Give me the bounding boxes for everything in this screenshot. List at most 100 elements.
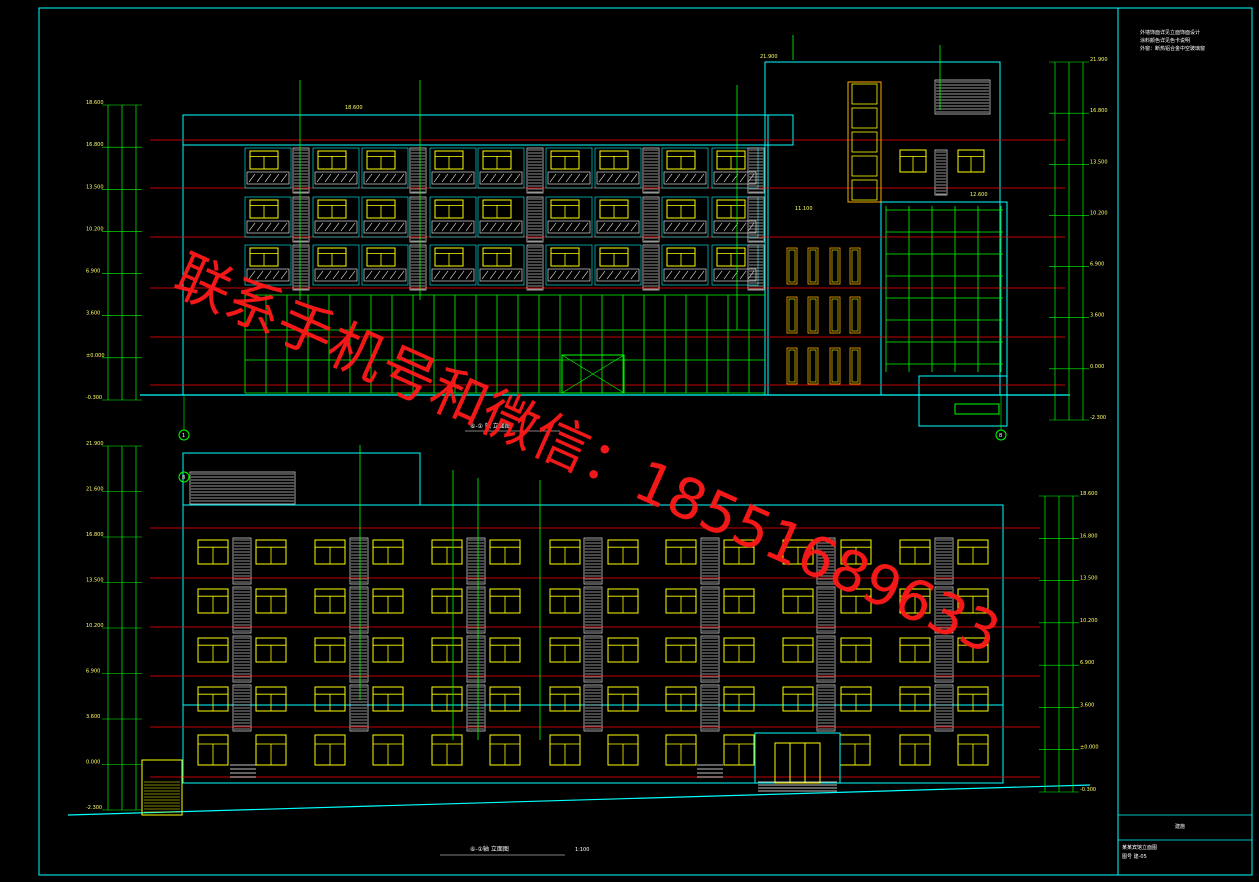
upper-louvre <box>409 147 427 194</box>
lower-louvre <box>232 684 252 732</box>
level-label: 18.600 <box>86 100 104 106</box>
bay-frame <box>661 244 709 286</box>
lower-louvre <box>232 635 252 683</box>
level-label: 21.900 <box>1090 57 1108 63</box>
balcony-rail <box>713 220 757 234</box>
lower-elevation-scale: 1:100 <box>575 847 589 853</box>
balcony-rail <box>314 268 358 282</box>
upper-louvre <box>526 147 544 194</box>
lower-louvre <box>466 586 486 634</box>
upper-louvre <box>292 244 310 291</box>
narrow-window <box>786 296 798 334</box>
bay-frame <box>594 147 642 189</box>
upper-louvre <box>526 196 544 243</box>
level-label: -2.300 <box>86 805 102 811</box>
bay-frame <box>312 147 360 189</box>
balcony-rail <box>547 171 591 185</box>
level-label: 6.900 <box>1090 262 1104 268</box>
narrow-window <box>807 347 819 385</box>
lower-louvre <box>700 684 720 732</box>
bay-frame <box>361 196 409 238</box>
title-block: 外墙饰面详见立面饰面设计 涂料颜色详见色卡说明 外窗：断热铝合金中空玻璃窗 建施… <box>1122 29 1205 860</box>
lower-louvre <box>583 586 603 634</box>
level-label: 16.800 <box>86 142 104 148</box>
lower-louvre <box>349 635 369 683</box>
narrow-window <box>807 296 819 334</box>
bay-frame <box>312 196 360 238</box>
level-label: 13.500 <box>1090 159 1108 165</box>
upper-louvre <box>747 196 765 243</box>
balcony-rail <box>314 220 358 234</box>
lower-elevation-title: ⑥-①轴 立面图 <box>470 845 509 853</box>
level-label: ±0.000 <box>86 353 105 359</box>
bay-frame <box>429 244 477 286</box>
lower-louvre <box>466 537 486 585</box>
lower-louvre <box>349 586 369 634</box>
bay-frame <box>361 147 409 189</box>
stair-window-frame <box>847 81 882 203</box>
upper-elevation: 18.60016.80013.50010.2006.9003.600±0.000… <box>86 35 1108 441</box>
balcony-rail <box>479 171 523 185</box>
lower-louvre <box>816 635 836 683</box>
lower-louvre <box>232 537 252 585</box>
footer-line2: 图号 建-05 <box>1122 853 1147 860</box>
sheet-number: 建施 <box>1175 823 1185 830</box>
lower-louvre <box>466 684 486 732</box>
balcony-rail <box>479 220 523 234</box>
balcony-rail <box>246 268 290 282</box>
level-label: 3.600 <box>1080 702 1094 708</box>
lower-louvre <box>232 586 252 634</box>
lower-louvre <box>934 537 954 585</box>
lower-elevation: 21.90021.60016.80013.50010.2006.9003.600… <box>67 441 1099 856</box>
bay-frame <box>545 196 593 238</box>
stair-window <box>851 179 878 201</box>
bay-frame <box>244 196 292 238</box>
narrow-window <box>849 247 861 285</box>
stair-window <box>851 83 878 105</box>
balcony-rail <box>713 268 757 282</box>
lower-louvre <box>583 635 603 683</box>
balcony-rail <box>663 220 707 234</box>
level-label: 21.900 <box>86 441 104 447</box>
level-label: 10.200 <box>1080 618 1098 624</box>
tower-louvre <box>934 149 948 196</box>
bay-frame <box>661 147 709 189</box>
level-label: 3.600 <box>86 311 100 317</box>
lower-louvre <box>583 537 603 585</box>
bay-frame <box>661 196 709 238</box>
lower-louvre <box>700 635 720 683</box>
narrow-window <box>786 347 798 385</box>
balcony-rail <box>663 268 707 282</box>
level-label: 13.500 <box>1080 576 1098 582</box>
level-label: 0.000 <box>1090 364 1104 370</box>
stair-window <box>851 131 878 153</box>
lower-louvre <box>700 586 720 634</box>
lower-louvre <box>816 684 836 732</box>
lower-louvre <box>934 586 954 634</box>
top-level-mark: 12.600 <box>970 192 988 198</box>
balcony-rail <box>596 268 640 282</box>
balcony-rail <box>246 171 290 185</box>
narrow-window <box>786 247 798 285</box>
bay-frame <box>545 244 593 286</box>
title-block-line3: 外窗：断热铝合金中空玻璃窗 <box>1140 45 1205 52</box>
balcony-rail <box>596 220 640 234</box>
bay-frame <box>429 147 477 189</box>
stair-window <box>851 107 878 129</box>
bay-frame <box>244 147 292 189</box>
upper-louvre <box>642 244 660 291</box>
balcony-rail <box>547 220 591 234</box>
balcony-rail <box>246 220 290 234</box>
lower-louvre <box>700 537 720 585</box>
narrow-window <box>829 347 841 385</box>
level-label: -0.300 <box>1080 787 1096 793</box>
balcony-rail <box>314 171 358 185</box>
level-label: 16.800 <box>86 532 104 538</box>
upper-louvre <box>642 196 660 243</box>
lower-louvre <box>934 635 954 683</box>
narrow-window <box>829 296 841 334</box>
level-label: 16.800 <box>1080 533 1098 539</box>
footer-line1: 某某宾馆立面图 <box>1122 844 1157 851</box>
title-block-line1: 外墙饰面详见立面饰面设计 <box>1140 29 1200 36</box>
